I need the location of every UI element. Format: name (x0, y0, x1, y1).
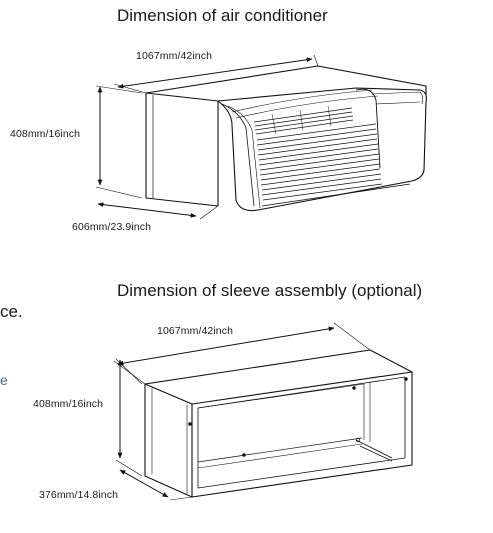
air-conditioner-title: Dimension of air conditioner (117, 6, 328, 25)
air-conditioner-dimension-lines (95, 54, 319, 220)
air-conditioner-drawing (145, 65, 427, 212)
sleeve-dimension-lines (113, 322, 371, 501)
sleeve-height-label: 408mm/16inch (33, 398, 104, 410)
sleeve-width-label: 1067mm/42inch (157, 325, 234, 337)
cropped-link-fragment: e (0, 372, 8, 388)
sleeve-assembly-drawing (144, 349, 413, 498)
sleeve-depth-label: 376mm/14.8inch (39, 489, 119, 501)
cropped-text-fragment: ce. (0, 302, 23, 321)
sleeve-assembly-title: Dimension of sleeve assembly (optional) (117, 281, 423, 300)
ac-height-label: 408mm/16inch (10, 128, 81, 140)
ac-width-label: 1067mm/42inch (136, 50, 213, 62)
ac-depth-label: 606mm/23.9inch (72, 221, 152, 233)
